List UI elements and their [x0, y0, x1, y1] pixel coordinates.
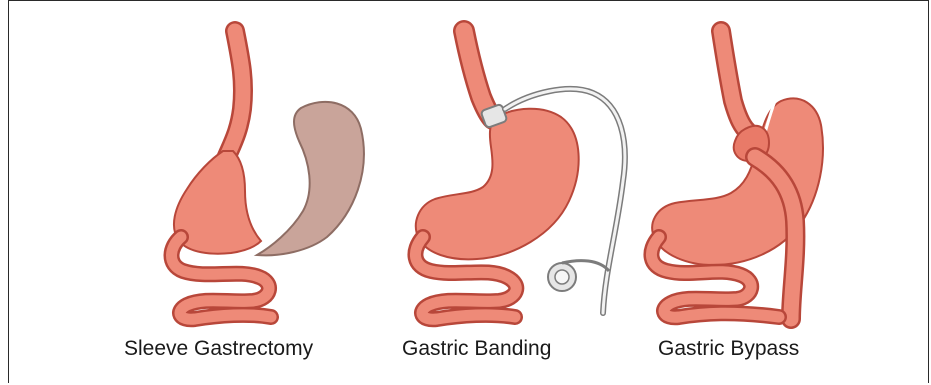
figure-frame: Sleeve Gastrectomy Gastric Banding Gastr…	[8, 0, 929, 383]
bariatric-surgery-illustration	[9, 1, 930, 384]
gastric-bypass-illustration	[651, 31, 823, 319]
sleeve-gastrectomy-illustration	[172, 31, 364, 319]
gastric-banding-illustration	[415, 31, 624, 319]
sleeve-gastrectomy-caption: Sleeve Gastrectomy	[124, 337, 313, 361]
removed-stomach-portion	[257, 102, 364, 255]
gastric-banding-caption: Gastric Banding	[402, 337, 551, 361]
stomach	[416, 109, 579, 260]
gastric-bypass-caption: Gastric Bypass	[658, 337, 799, 361]
